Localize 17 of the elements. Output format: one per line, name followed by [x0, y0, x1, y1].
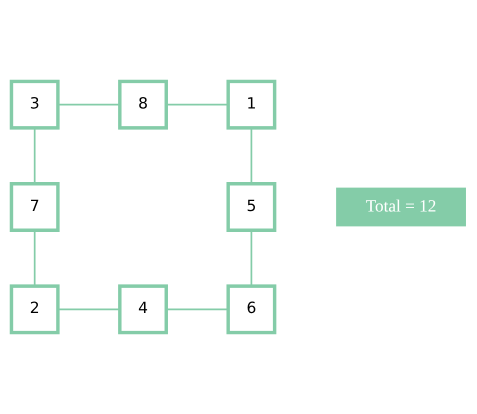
node-box: 5 [226, 182, 276, 232]
connector [58, 308, 120, 310]
connector [58, 104, 120, 106]
node-box: 4 [118, 284, 168, 334]
node-box: 8 [118, 80, 168, 130]
node-box: 7 [10, 182, 60, 232]
connector [166, 104, 228, 106]
node-box: 1 [226, 80, 276, 130]
connector [34, 128, 36, 184]
node-box: Total = 12 [336, 188, 466, 226]
node-box: 6 [226, 284, 276, 334]
connector [34, 230, 36, 286]
node-box: 3 [10, 80, 60, 130]
connector [250, 128, 252, 184]
node-box: 2 [10, 284, 60, 334]
connector [250, 230, 252, 286]
connector [166, 308, 228, 310]
